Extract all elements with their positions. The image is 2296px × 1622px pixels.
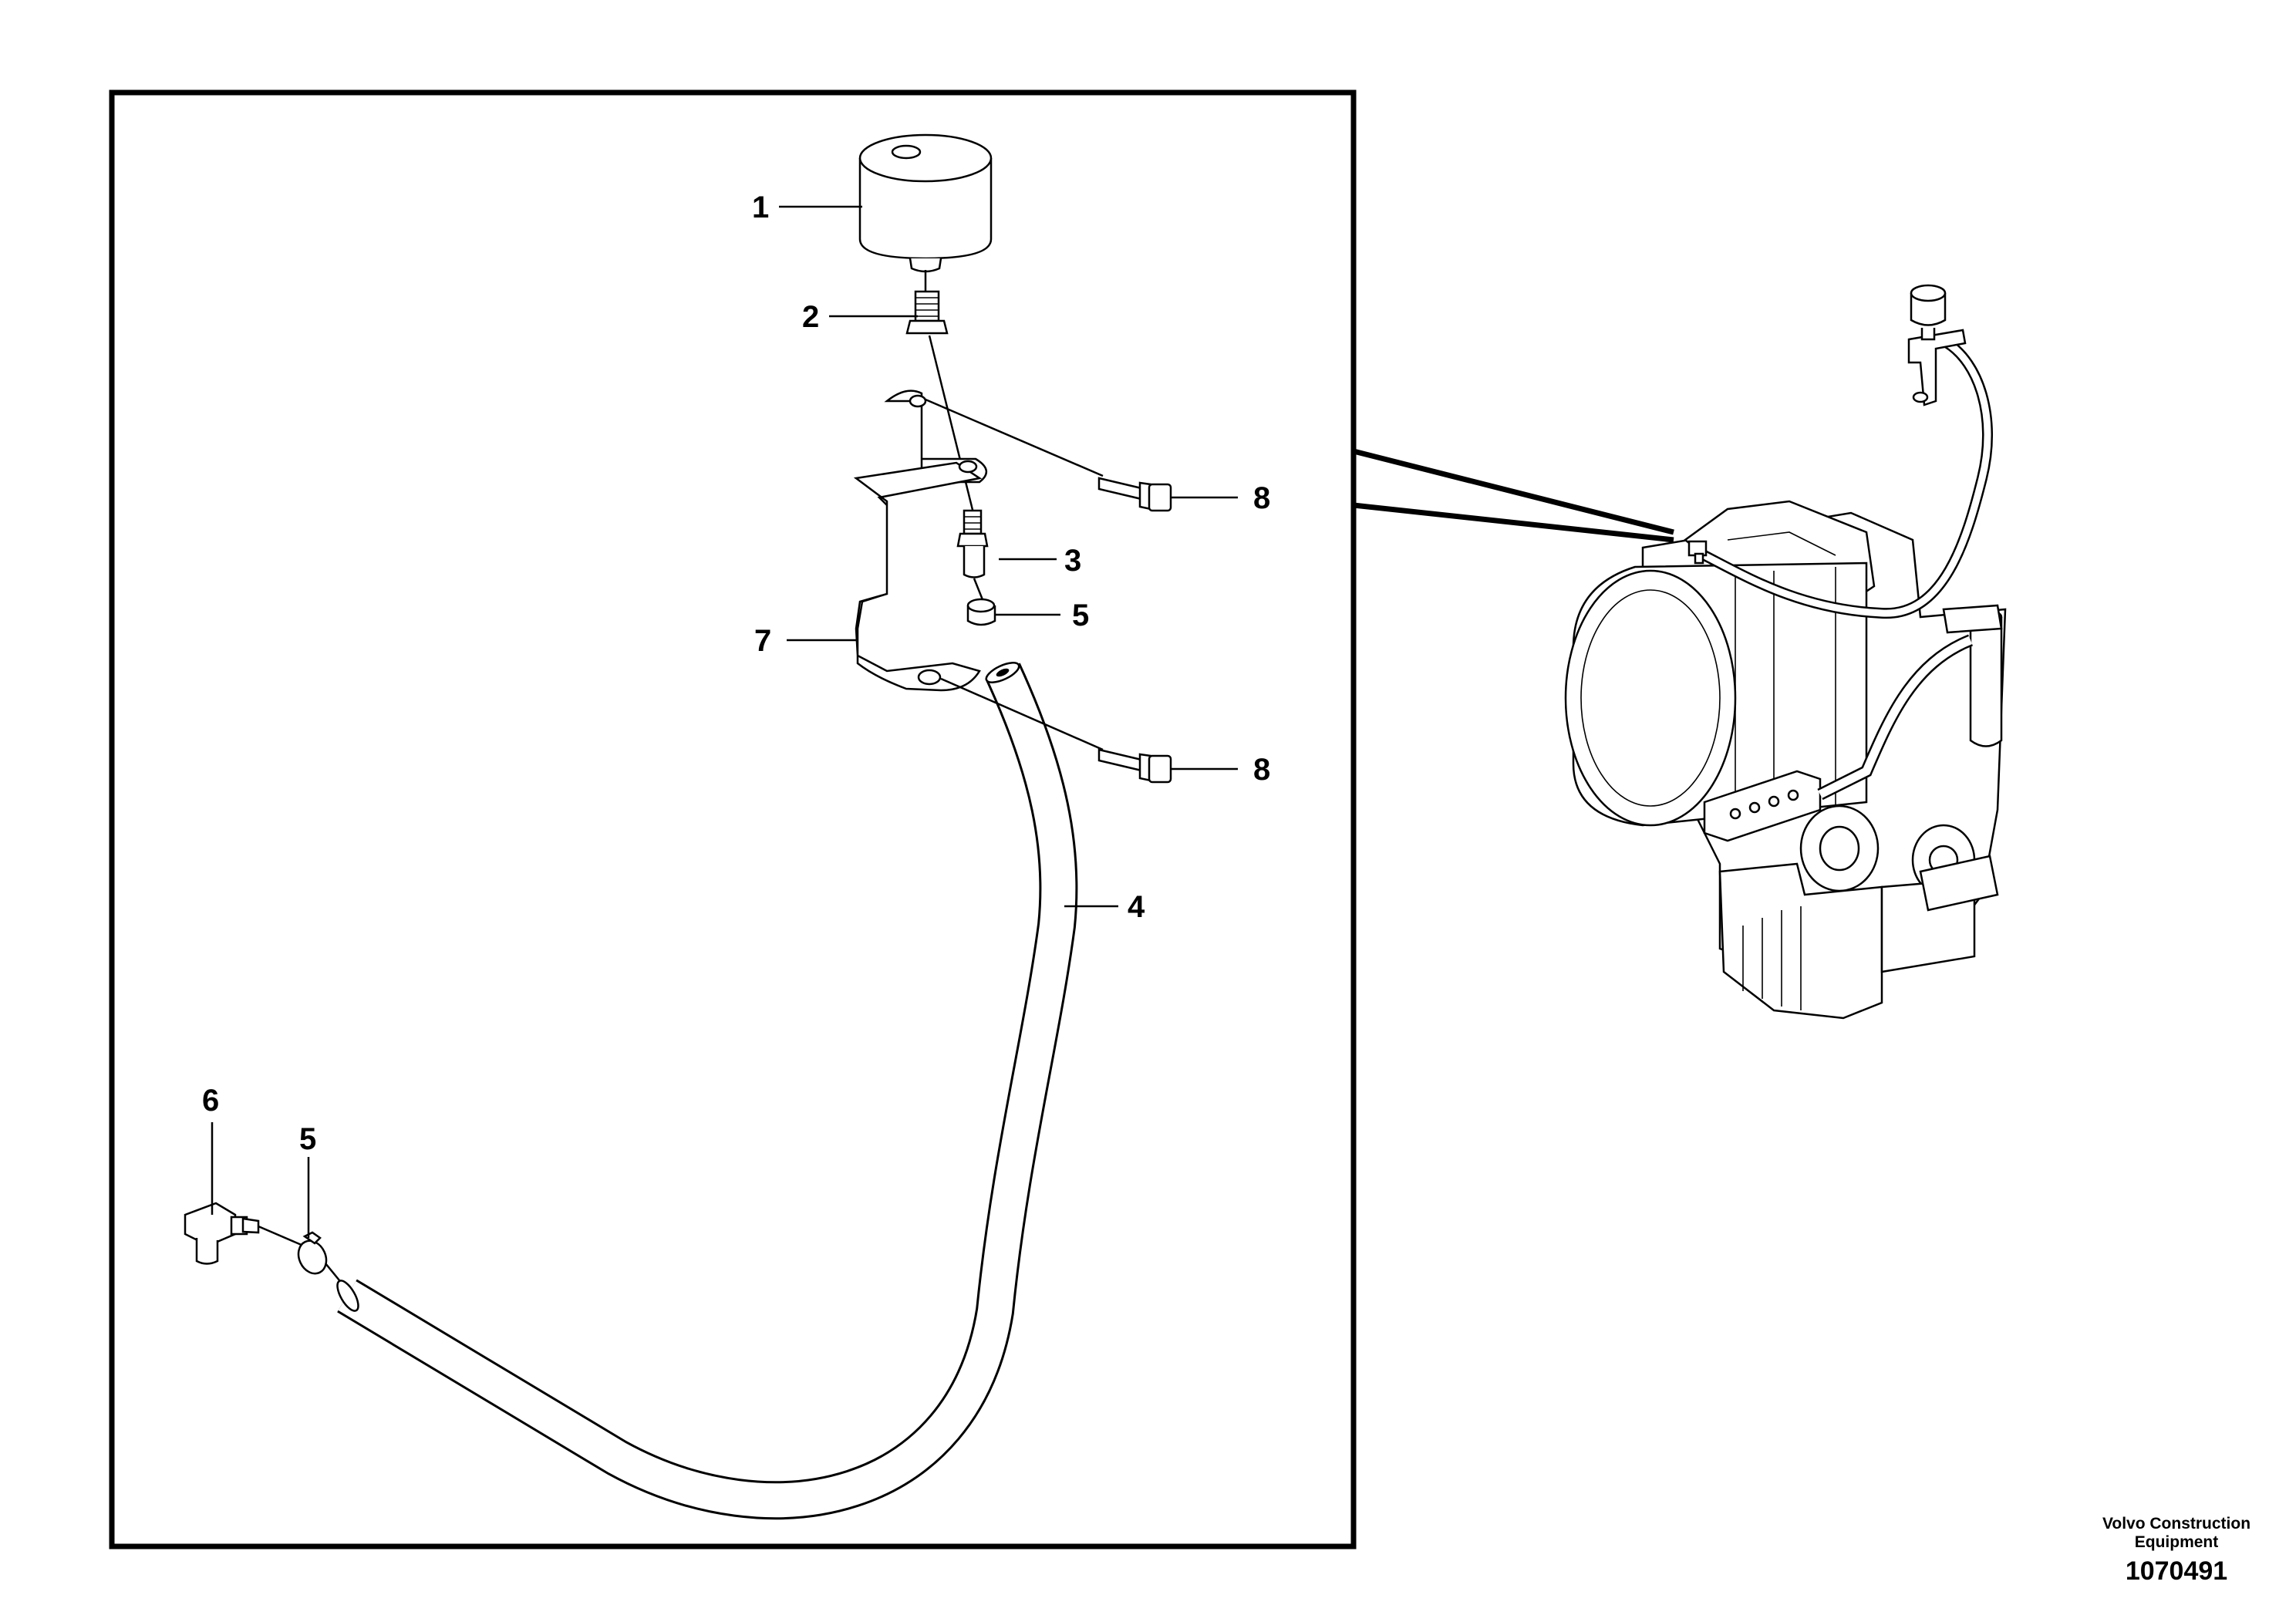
drawing-number: 1070491 [2126,1556,2227,1586]
engine-overview-illustration [1564,284,2007,1020]
hose-clamp-part-upper [966,598,996,626]
detail-frame [109,89,1357,1549]
callout-7: 7 [754,624,771,658]
callout-5-lower: 5 [299,1122,316,1156]
callout-6: 6 [202,1084,219,1118]
flange-bolt-part-lower [940,677,1172,784]
detail-pointer [1353,448,1674,543]
callout-5-upper: 5 [1072,599,1089,632]
company-name-line1: Volvo Construction [2102,1515,2250,1533]
company-name-line2: Equipment [2135,1533,2219,1551]
hose-connector-part [956,509,989,578]
callout-8-upper: 8 [1253,481,1270,515]
adapter-nipple-part [905,290,949,335]
callout-3: 3 [1064,544,1081,578]
callout-2: 2 [802,300,819,334]
callout-4: 4 [1128,890,1145,924]
hose-clamp-part-lower [297,1231,328,1275]
callout-1: 1 [752,191,769,224]
bracket-part [853,389,987,692]
hose-part [336,662,1078,1520]
leader-lines [211,205,1238,1238]
breather-filter-part [858,133,993,273]
callout-8-lower: 8 [1253,753,1270,787]
flange-bolt-part-upper [925,398,1172,512]
elbow-fitting-part [184,1202,260,1265]
